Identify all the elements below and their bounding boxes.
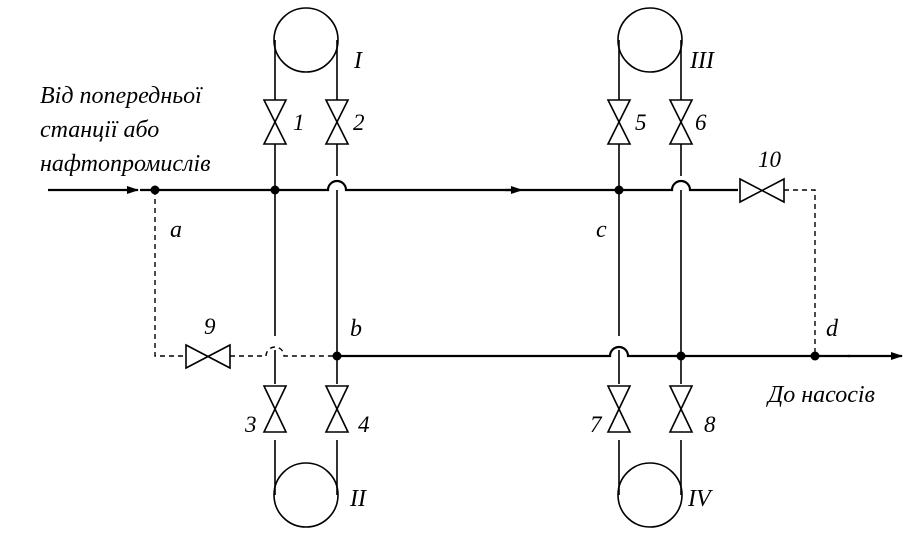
source-label-line-2: станції або — [40, 117, 159, 143]
riser-pipes — [274, 144, 682, 384]
valve-4[interactable] — [324, 385, 350, 433]
valve-9-label: 9 — [204, 314, 216, 339]
tank-I-label: I — [353, 48, 363, 74]
valve-2[interactable] — [324, 99, 350, 145]
valve-6-label: 6 — [695, 110, 707, 135]
node-d — [810, 351, 820, 361]
node-upper-junction-1 — [270, 185, 280, 195]
valve-2-label: 2 — [353, 110, 365, 135]
bypass-a-b — [154, 190, 337, 357]
node-c — [614, 185, 624, 195]
valve-10[interactable] — [739, 177, 785, 204]
upper-main-line — [48, 179, 738, 194]
destination-label: До насосів — [766, 382, 875, 408]
tank-III-label: III — [689, 48, 715, 74]
valve-9[interactable] — [185, 343, 231, 370]
node-b — [332, 351, 342, 361]
tank-IV-label: IV — [687, 486, 713, 512]
lower-main-line — [337, 345, 903, 360]
node-c-label: c — [596, 217, 607, 243]
valve-6[interactable] — [668, 99, 694, 145]
valve-3-label: 3 — [244, 412, 257, 437]
valve-3[interactable] — [262, 385, 288, 433]
valve-8-label: 8 — [704, 412, 716, 437]
tank-II-label: II — [349, 486, 367, 512]
source-label-line-3: нафтопромислів — [40, 151, 211, 177]
valve-7[interactable] — [606, 385, 632, 433]
valve-8[interactable] — [668, 385, 694, 433]
source-label-line-1: Від попередньої — [40, 83, 203, 109]
valve-10-label: 10 — [758, 147, 782, 172]
valve-5-label: 5 — [635, 110, 647, 135]
node-lower-junction-6 — [676, 351, 686, 361]
bypass-c-d — [784, 189, 816, 356]
node-a-label: a — [170, 217, 182, 243]
valve-4-label: 4 — [358, 412, 370, 437]
tank-IV — [617, 440, 683, 528]
valve-7-label: 7 — [590, 412, 603, 437]
tank-III — [617, 7, 683, 100]
valve-1-label: 1 — [293, 110, 305, 135]
node-a — [150, 185, 160, 195]
valve-1[interactable] — [262, 99, 288, 145]
valve-5[interactable] — [606, 99, 632, 145]
node-b-label: b — [350, 316, 362, 342]
tank-II — [273, 440, 339, 528]
node-d-label: d — [826, 316, 839, 342]
tank-I — [273, 7, 339, 100]
